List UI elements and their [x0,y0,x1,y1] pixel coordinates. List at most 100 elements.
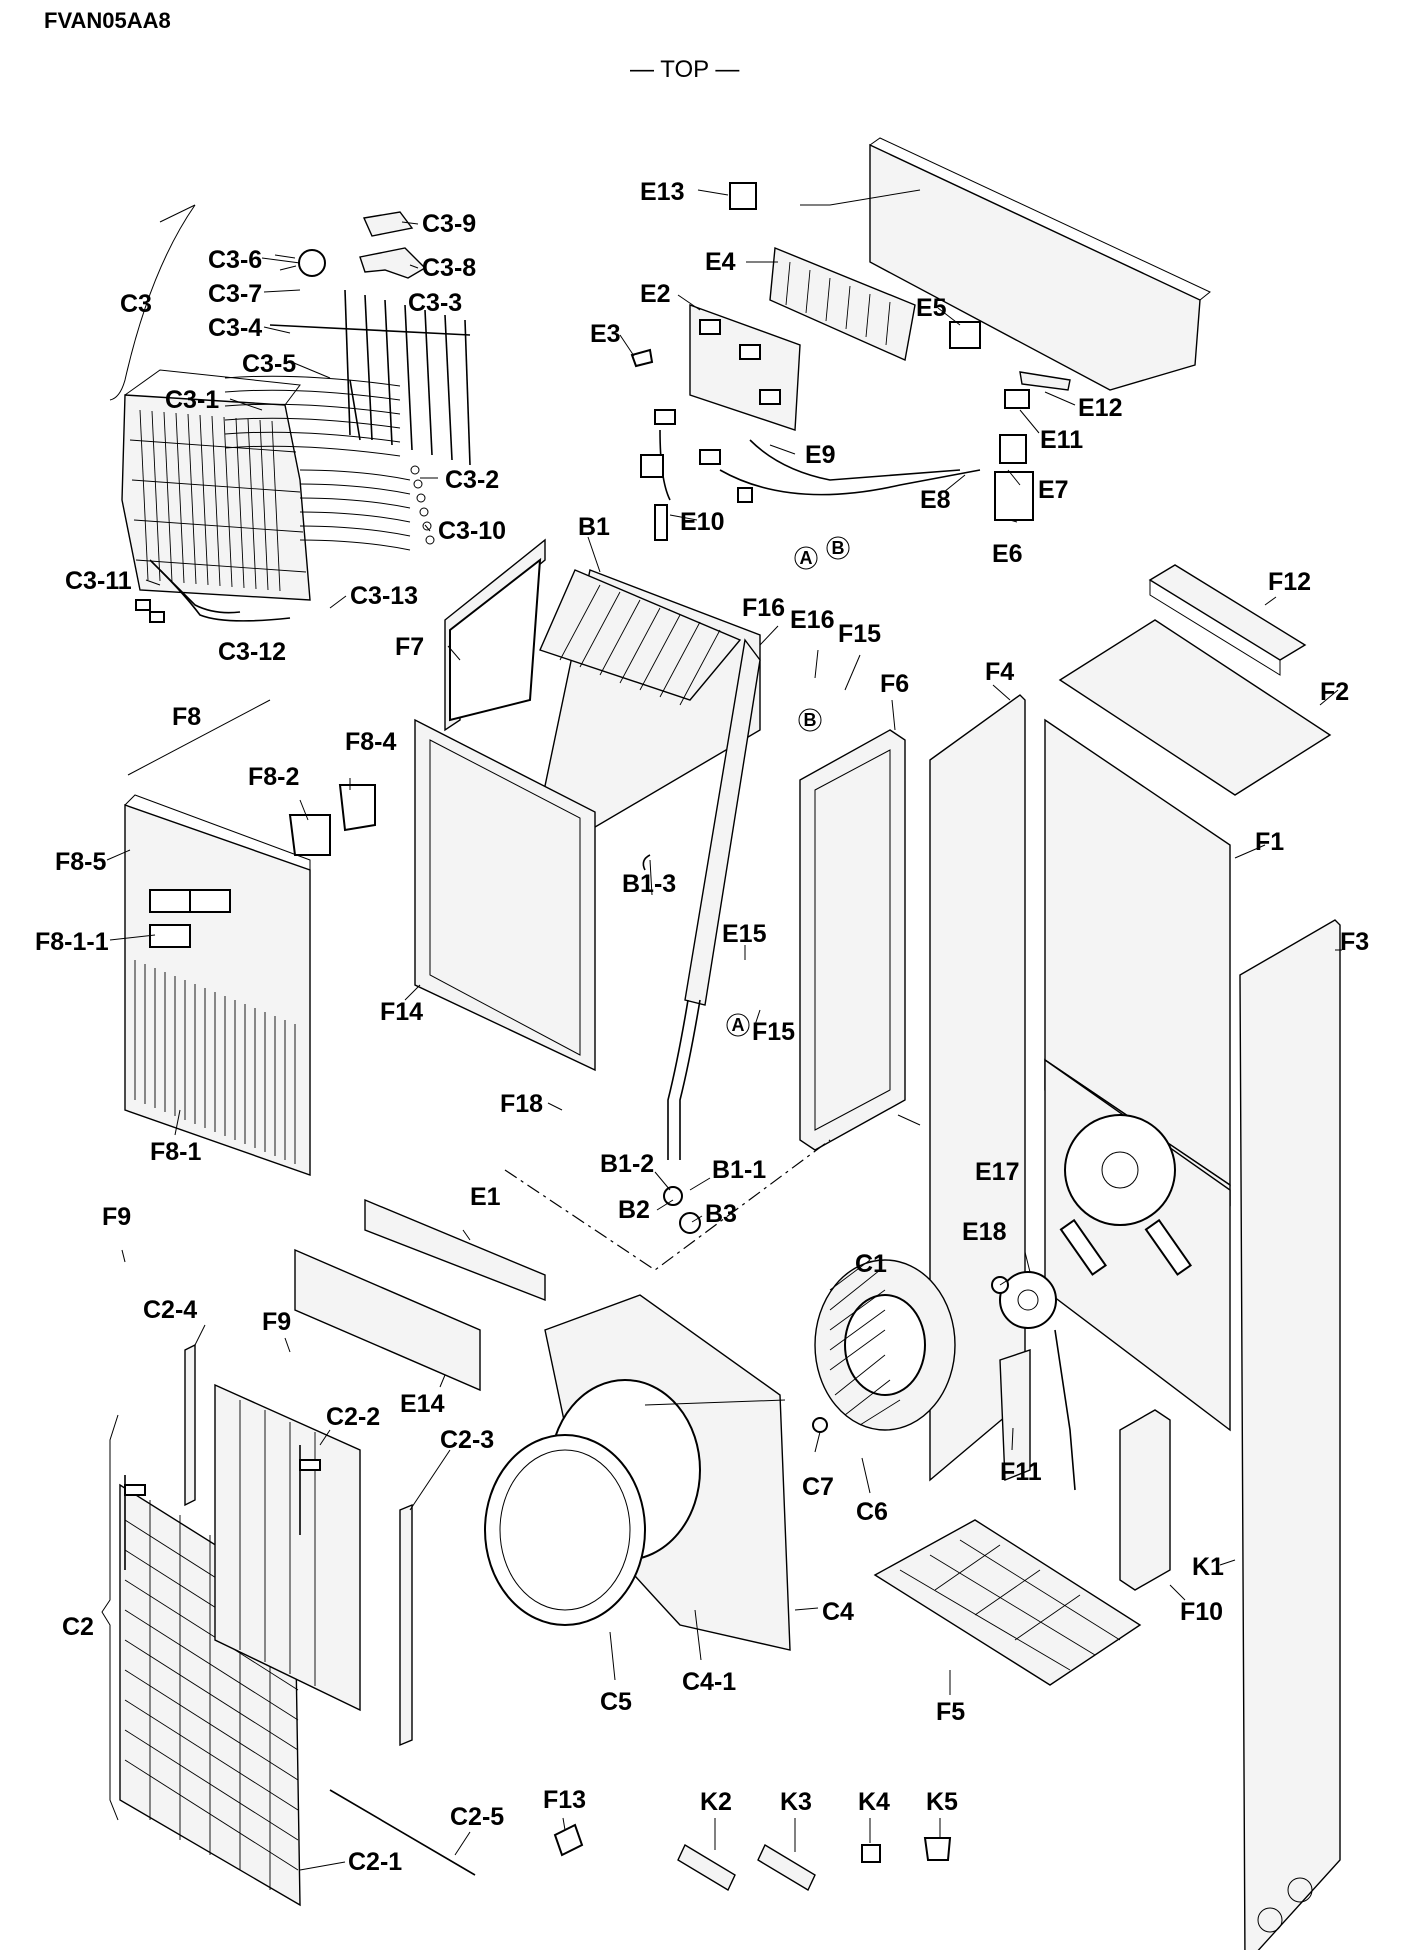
label-c3-9: C3-9 [422,210,476,238]
label-f15-mid: F15 [752,1018,795,1046]
label-c3-6: C3-6 [208,246,262,274]
drain-pan-f5 [873,1519,1142,1686]
label-c3-11: C3-11 [65,567,132,595]
label-k5: K5 [926,1788,958,1816]
front-grille-c2 [101,1343,476,1907]
label-k4: K4 [858,1788,890,1816]
fan-assembly-c1 [814,1259,1076,1491]
label-k2: K2 [700,1788,732,1816]
label-c3-1: C3-1 [165,386,219,414]
label-e2: E2 [640,280,671,308]
label-f1: F1 [1255,828,1284,856]
label-e18: E18 [962,1218,1007,1246]
label-c6: C6 [856,1498,888,1526]
label-c3-13: C3-13 [350,582,418,610]
mark-b-mid: B [804,710,817,730]
label-e3: E3 [590,320,621,348]
mark-b-top: B [832,538,845,558]
electrical-assembly-e [630,137,1211,541]
label-e17: E17 [975,1158,1019,1186]
heat-exchanger-b1 [414,538,761,1234]
label-e10: E10 [680,508,724,536]
label-f3: F3 [1340,928,1369,956]
label-b1-3: B1-3 [622,870,676,898]
mark-a-top: A [800,548,813,568]
label-c5: C5 [600,1688,632,1716]
callout-labels: C3 C3-6 C3-7 C3-4 C3-5 C3-1 C3-9 C3-8 C3… [35,178,1369,1876]
label-b1: B1 [578,513,610,541]
front-panel-f8 [124,699,376,1176]
label-f12: F12 [1268,568,1311,596]
label-b1-1: B1-1 [712,1156,766,1184]
cabinet-panels [799,564,1341,1950]
label-e4: E4 [705,248,736,276]
label-c2-2: C2-2 [326,1403,380,1431]
label-c3: C3 [120,290,152,318]
label-e1: E1 [470,1183,501,1211]
label-b2: B2 [618,1196,650,1224]
label-f14: F14 [380,998,423,1026]
label-f11: F11 [1000,1458,1042,1486]
label-k1: K1 [1192,1553,1224,1581]
label-f8-1-1: F8-1-1 [35,928,109,956]
label-c2-1: C2-1 [348,1848,402,1876]
small-parts [553,1823,952,1891]
label-f8-2: F8-2 [248,763,299,791]
label-f8-4: F8-4 [345,728,397,756]
label-c4: C4 [822,1598,854,1626]
label-b3: B3 [705,1200,737,1228]
label-e16: E16 [790,606,834,634]
label-e12: E12 [1078,394,1122,422]
label-f8: F8 [172,703,201,731]
label-f5: F5 [936,1698,965,1726]
label-c3-10: C3-10 [438,517,506,545]
label-f8-1: F8-1 [150,1138,202,1166]
label-e5: E5 [916,294,947,322]
label-f13: F13 [543,1786,586,1814]
label-f7: F7 [395,633,424,661]
label-c2-5: C2-5 [450,1803,504,1831]
label-c2-4: C2-4 [143,1296,197,1324]
label-f16: F16 [742,594,785,622]
label-f9-left: F9 [102,1203,131,1231]
label-f6: F6 [880,670,909,698]
label-e8: E8 [920,486,951,514]
label-c3-7: C3-7 [208,280,262,308]
label-e14: E14 [400,1390,445,1418]
label-f8-5: F8-5 [55,848,107,876]
orientation-label: — TOP — [630,56,740,83]
label-c3-3: C3-3 [408,289,462,317]
label-c2: C2 [62,1613,94,1641]
label-c3-8: C3-8 [422,254,476,282]
label-c3-12: C3-12 [218,638,286,666]
label-c3-5: C3-5 [242,350,296,378]
model-code: FVAN05AA8 [44,8,171,33]
label-f15-top: F15 [838,620,881,648]
leader-lines [106,189,1342,1871]
label-f9-mid: F9 [262,1308,291,1336]
mounting-bracket-e1 [294,1139,831,1392]
mark-a-mid: A [732,1015,745,1035]
label-f10: F10 [1180,1598,1223,1626]
label-f18: F18 [500,1090,543,1118]
label-e13: E13 [640,178,684,206]
scroll-casing-c4 [484,1294,828,1651]
label-c3-2: C3-2 [445,466,499,494]
label-e7: E7 [1038,476,1069,504]
label-e11: E11 [1040,426,1083,454]
label-c1: C1 [855,1250,887,1278]
label-k3: K3 [780,1788,812,1816]
label-f4: F4 [985,658,1014,686]
label-c3-4: C3-4 [208,314,262,342]
connector-marks: A B B A [726,536,850,1037]
louver-assembly-c3 [109,204,471,623]
label-e6: E6 [992,540,1023,568]
label-e15: E15 [722,920,767,948]
label-b1-2: B1-2 [600,1150,654,1178]
label-c2-3: C2-3 [440,1426,494,1454]
label-c4-1: C4-1 [682,1668,736,1696]
label-c7: C7 [802,1473,834,1501]
label-e9: E9 [805,441,836,469]
label-f2: F2 [1320,678,1349,706]
